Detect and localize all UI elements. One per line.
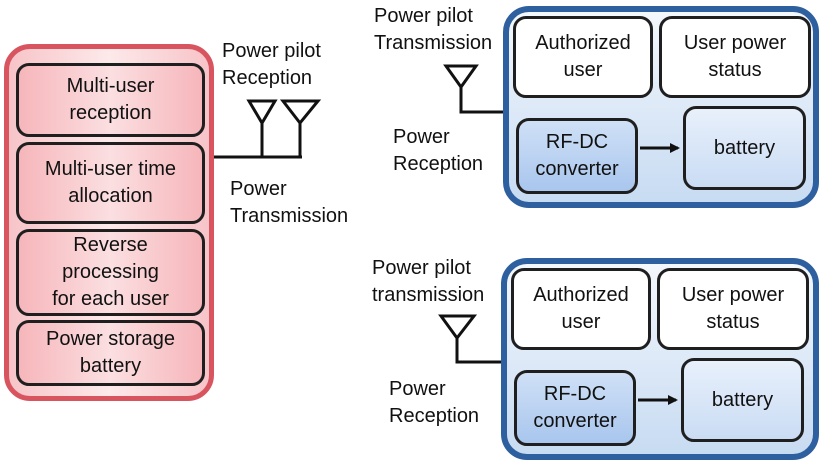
user-power-status-block: User power status bbox=[659, 16, 811, 98]
authorized-user-block: Authorized user bbox=[511, 268, 651, 350]
label-line: Power bbox=[389, 378, 446, 400]
block-text-line: Authorized bbox=[533, 284, 629, 306]
block-text-line: battery bbox=[713, 136, 776, 159]
block-text-line: Multi-user bbox=[66, 75, 155, 97]
label-line: Reception bbox=[389, 405, 480, 427]
block-text-line: allocation bbox=[68, 185, 153, 207]
block-text-line: battery bbox=[79, 355, 142, 377]
block-text-line: battery bbox=[711, 388, 774, 411]
label-line: transmission bbox=[372, 284, 485, 306]
block-text-line: User power bbox=[681, 284, 785, 306]
label-line: Power bbox=[393, 126, 450, 148]
label-line: Reception bbox=[222, 67, 313, 89]
block-text-line: reception bbox=[69, 102, 152, 124]
block-text-line: status bbox=[708, 59, 762, 81]
label-line: Power pilot bbox=[372, 257, 471, 279]
block-text-line: user bbox=[561, 311, 601, 333]
reverse-processing-block: Reverse processing for each user bbox=[16, 229, 205, 316]
rf-dc-converter-block: RF-DC converter bbox=[514, 370, 636, 446]
block-text-line: converter bbox=[535, 158, 619, 180]
block-text-line: Reverse bbox=[73, 234, 148, 256]
user-power-status-block: User power status bbox=[657, 268, 809, 350]
battery-block: battery bbox=[683, 106, 806, 190]
block-text-line: RF-DC bbox=[543, 383, 607, 405]
rx-bottom-antenna bbox=[438, 314, 501, 364]
label-line: Transmission bbox=[230, 205, 349, 227]
battery-block: battery bbox=[681, 358, 804, 442]
power-storage-battery-block: Power storage battery bbox=[16, 320, 205, 386]
multi-user-reception-block: Multi-user reception bbox=[16, 63, 205, 137]
label-line: Transmission bbox=[374, 32, 493, 54]
block-text-line: user bbox=[563, 59, 603, 81]
block-text-line: Authorized bbox=[535, 32, 631, 54]
time-allocation-block: Multi-user time allocation bbox=[16, 142, 205, 224]
rx-bottom-pilot-label: Power pilot transmission bbox=[372, 255, 484, 309]
label-line: Power pilot bbox=[374, 5, 473, 27]
block-text-line: Multi-user time bbox=[44, 158, 177, 180]
rf-dc-converter-block: RF-DC converter bbox=[516, 118, 638, 194]
block-text-line: for each user bbox=[52, 288, 169, 310]
block-text-line: User power bbox=[683, 32, 787, 54]
label-line: Power bbox=[230, 178, 287, 200]
label-line: Reception bbox=[393, 153, 484, 175]
block-text-line: Power storage bbox=[46, 328, 175, 350]
authorized-user-block: Authorized user bbox=[513, 16, 653, 98]
block-text-line: RF-DC bbox=[545, 131, 609, 153]
block-text-line: status bbox=[706, 311, 760, 333]
block-text-line: converter bbox=[533, 410, 617, 432]
rx-top-antenna bbox=[443, 64, 503, 114]
label-line: Power pilot bbox=[222, 40, 321, 62]
tx-antenna-2 bbox=[279, 99, 322, 157]
block-text-line: processing bbox=[62, 261, 159, 283]
tx-antenna-1 bbox=[246, 99, 278, 157]
